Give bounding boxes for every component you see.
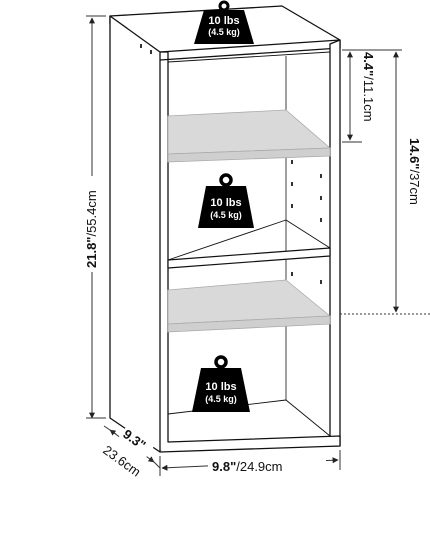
weight-middle-label: 10 lbs	[210, 197, 241, 209]
bookcase-outline	[109, 5, 341, 453]
top-gap-dimension	[342, 49, 362, 143]
weight-icon-top: 10 lbs (4.5 kg)	[194, 0, 254, 44]
fixed-middle-shelf	[167, 219, 331, 269]
weight-bottom-label: 10 lbs	[205, 381, 236, 393]
weight-icon-middle: 10 lbs (4.5 kg)	[198, 173, 254, 228]
width-dimension-label: 9.8"/24.9cm	[212, 459, 283, 474]
weight-bottom-sublabel: (4.5 kg)	[205, 394, 237, 404]
bottom-panel	[159, 435, 341, 453]
height-dimension-label: 21.8"/55.4cm	[84, 190, 99, 268]
weight-top-sublabel: (4.5 kg)	[208, 27, 240, 37]
weight-middle-sublabel: (4.5 kg)	[210, 210, 242, 220]
adjustable-shelf-upper	[167, 109, 332, 163]
top-gap-dimension-label: 4.4"/11.1cm	[361, 52, 376, 122]
right-side-panel	[329, 39, 341, 447]
shelf-span-dimension-label: 14.6"/37cm	[407, 138, 422, 205]
weight-icon-bottom: 10 lbs (4.5 kg)	[192, 355, 250, 412]
adjustable-shelf-lower	[167, 279, 332, 333]
shelf-span-dimension	[340, 49, 430, 315]
weight-top-label: 10 lbs	[208, 15, 239, 27]
shelf-pin-holes	[140, 44, 322, 284]
left-side-panel	[109, 15, 161, 453]
